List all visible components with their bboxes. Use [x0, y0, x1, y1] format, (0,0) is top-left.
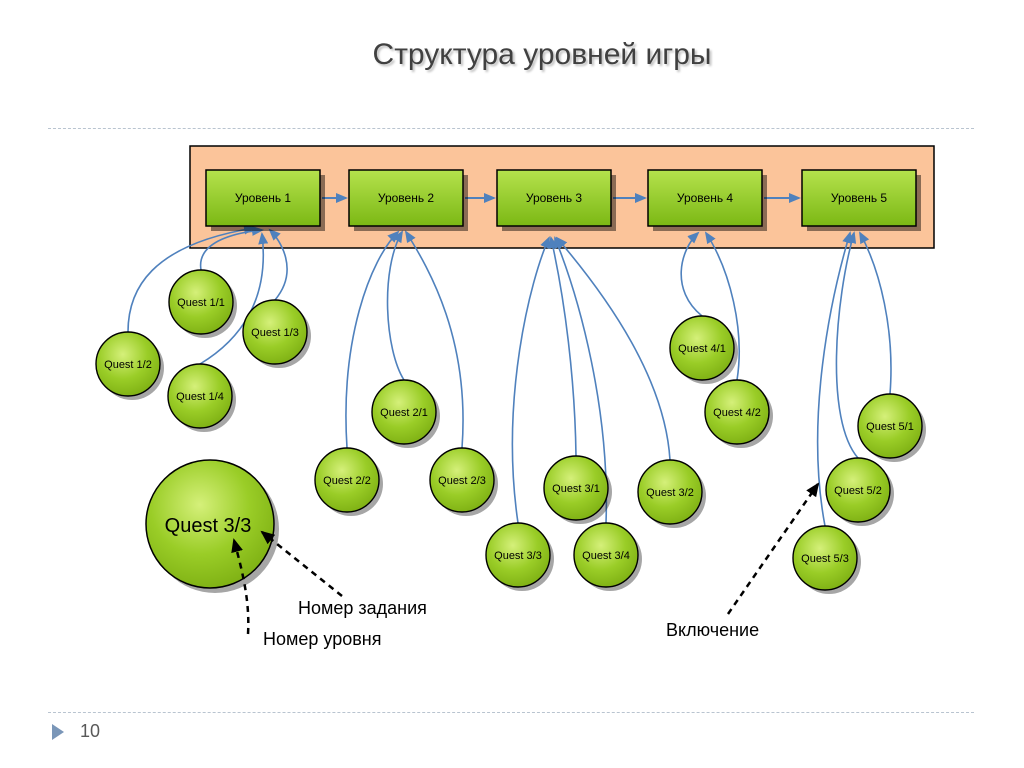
- quest-label: Quest 5/2: [834, 485, 882, 497]
- quest-node: Quest 5/1: [857, 393, 926, 462]
- slide-bullet-icon: [52, 724, 64, 740]
- level-box-body: [647, 169, 763, 227]
- inclusion-label: Включение: [666, 620, 759, 640]
- quest-node: Quest 1/3: [242, 299, 311, 368]
- quest-node: Quest 3/3: [485, 522, 554, 591]
- page-number: 10: [80, 721, 101, 741]
- quest-node: Quest 1/4: [167, 363, 236, 432]
- level-box: Уровень 5: [801, 169, 921, 231]
- task-number-label: Номер задания: [298, 598, 427, 618]
- level-label: Уровень 4: [677, 191, 734, 205]
- bottom-divider: [48, 712, 974, 713]
- quest-node-circle: [167, 363, 233, 429]
- inclusion-connector: [127, 224, 256, 333]
- quest-node-circle: [857, 393, 923, 459]
- quest-node: Quest 5/2: [825, 457, 894, 526]
- quest-label: Quest 3/1: [552, 483, 600, 495]
- quest-label: Quest 4/2: [713, 407, 761, 419]
- quest-label: Quest 3/3: [494, 550, 542, 562]
- level-number-label: Номер уровня: [263, 629, 381, 649]
- levels-row: Уровень 1 Уровень 2 Уровень 3 Уровень 4 Уров…: [205, 169, 921, 231]
- quest-node: Quest 5/3: [792, 525, 861, 594]
- quest-label: Quest 2/3: [438, 475, 486, 487]
- quest-label: Quest 1/1: [177, 297, 225, 309]
- inclusion-connector: [511, 236, 550, 524]
- level-box-body: [496, 169, 612, 227]
- quest-label: Quest 5/3: [801, 553, 849, 565]
- level-number-pointer: [231, 538, 250, 635]
- quest-node-circle: [543, 455, 609, 521]
- inclusion-connector: [704, 231, 740, 381]
- quest-node: Quest 3/2: [637, 459, 706, 528]
- level-label: Уровень 5: [831, 191, 888, 205]
- inclusion-connector: [859, 231, 892, 395]
- level-box-body: [205, 169, 321, 227]
- level-label: Уровень 2: [378, 191, 435, 205]
- top-divider: [48, 128, 974, 129]
- quest-node-circle: [669, 315, 735, 381]
- quest-node-circle: [573, 522, 639, 588]
- quest-label: Quest 1/2: [104, 359, 152, 371]
- quest-node: Quest 3/4: [573, 522, 642, 591]
- inclusion-connector: [548, 236, 577, 457]
- level-box-body: [801, 169, 917, 227]
- quest-node: Quest 1/2: [95, 331, 164, 400]
- inclusion-connector: [345, 230, 400, 449]
- inclusion-connector: [816, 231, 852, 527]
- quest-label: Quest 3/2: [646, 487, 694, 499]
- quest-node: Quest 4/2: [704, 379, 773, 448]
- quest-node: Quest 4/1: [669, 315, 738, 384]
- inclusion-connector: [268, 228, 288, 301]
- quest-label: Quest 1/3: [251, 327, 299, 339]
- level-box: Уровень 1: [205, 169, 325, 231]
- inclusion-connector: [835, 231, 859, 459]
- quest-node-circle: [792, 525, 858, 591]
- quest-label: Quest 1/4: [176, 391, 224, 403]
- quest-label: Quest 5/1: [866, 421, 914, 433]
- quest-label: Quest 2/2: [323, 475, 371, 487]
- level-box-body: [348, 169, 464, 227]
- quest-node: Quest 2/2: [314, 447, 383, 516]
- level-label: Уровень 3: [526, 191, 583, 205]
- legend-sample-circle: [145, 459, 275, 589]
- quest-node-circle: [168, 269, 234, 335]
- quest-node-circle: [242, 299, 308, 365]
- quest-node-circle: [95, 331, 161, 397]
- quest-node-circle: [637, 459, 703, 525]
- level-box: Уровень 4: [647, 169, 767, 231]
- quest-label: Quest 4/1: [678, 343, 726, 355]
- quest-node-circle: [825, 457, 891, 523]
- quest-node-circle: [429, 447, 495, 513]
- quest-node: Quest 2/1: [371, 379, 440, 448]
- level-box: Уровень 2: [348, 169, 468, 231]
- inclusion-connector: [404, 230, 464, 449]
- quest-node: Quest 3/1: [543, 455, 612, 524]
- inclusion-connector: [555, 236, 671, 461]
- quest-label: Quest 3/4: [582, 550, 630, 562]
- inclusion-pointer: [726, 482, 820, 615]
- inclusion-connector: [386, 230, 405, 381]
- level-box: Уровень 3: [496, 169, 616, 231]
- level-label: Уровень 1: [235, 191, 292, 205]
- page-title: Структура уровней игры: [372, 38, 712, 71]
- quest-node-circle: [314, 447, 380, 513]
- quest-node: Quest 2/3: [429, 447, 498, 516]
- legend: Quest 3/3 Номер задания Номер уровня Вкл…: [145, 459, 820, 649]
- legend-sample-label: Quest 3/3: [165, 515, 252, 537]
- quest-label: Quest 2/1: [380, 407, 428, 419]
- quest-node-circle: [371, 379, 437, 445]
- quest-node-circle: [704, 379, 770, 445]
- inclusion-connector: [680, 231, 703, 317]
- quest-node: Quest 1/1: [168, 269, 237, 338]
- quest-node-circle: [485, 522, 551, 588]
